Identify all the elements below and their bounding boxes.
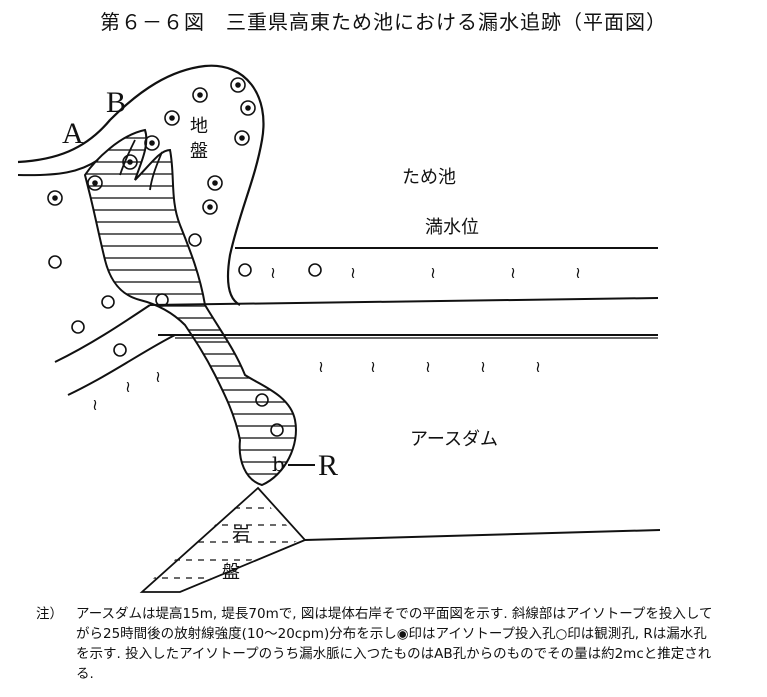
svg-text:≀: ≀ bbox=[155, 367, 161, 386]
hatched-radiation-zone bbox=[83, 128, 297, 487]
svg-text:≀: ≀ bbox=[480, 357, 486, 376]
svg-text:≀: ≀ bbox=[575, 263, 581, 282]
svg-text:≀: ≀ bbox=[318, 357, 324, 376]
note-text: アースダムは堤高15m, 堤長70mで, 図は堤体右岸そでの平面図を示す. 斜線… bbox=[76, 606, 713, 682]
label-water-level: 満水位 bbox=[425, 217, 479, 238]
label-ground-2: 盤 bbox=[190, 141, 208, 162]
svg-text:≀: ≀ bbox=[430, 263, 436, 282]
svg-text:≀: ≀ bbox=[535, 357, 541, 376]
note-mark: 注） bbox=[36, 606, 63, 622]
label-B: B bbox=[106, 86, 126, 119]
label-pond: ため池 bbox=[402, 167, 456, 188]
dam-slope-edge bbox=[54, 304, 176, 396]
svg-text:≀: ≀ bbox=[270, 263, 276, 282]
ground-outline bbox=[17, 64, 265, 306]
svg-text:≀: ≀ bbox=[370, 357, 376, 376]
label-rock-1: 岩 bbox=[232, 524, 250, 545]
svg-text:≀: ≀ bbox=[125, 377, 131, 396]
rock-bed-outline bbox=[139, 486, 307, 593]
figure-title: 第６－６図 三重県高東ため池における漏水追跡（平面図） bbox=[100, 10, 667, 34]
label-earth-dam: アースダム bbox=[410, 429, 498, 450]
water-wave-symbols: ≀ ≀ ≀ ≀ ≀ ≀ ≀ ≀ ≀ ≀ ≀ ≀ ≀ bbox=[92, 263, 581, 414]
injection-holes bbox=[47, 77, 256, 215]
leakage-plan-diagram: ≀ ≀ ≀ ≀ ≀ ≀ ≀ ≀ ≀ ≀ ≀ ≀ ≀ A B 地 盤 ため池 満水位 アースダム b bbox=[17, 64, 661, 593]
dam-crest-line-upper bbox=[149, 297, 659, 306]
label-b: b bbox=[272, 452, 285, 476]
label-R: R bbox=[318, 449, 338, 482]
svg-text:≀: ≀ bbox=[510, 263, 516, 282]
svg-text:≀: ≀ bbox=[350, 263, 356, 282]
label-ground-1: 地 bbox=[190, 116, 208, 137]
svg-text:≀: ≀ bbox=[92, 395, 98, 414]
svg-text:≀: ≀ bbox=[425, 357, 431, 376]
rock-bed-boundary bbox=[304, 529, 661, 541]
observation-holes bbox=[48, 233, 322, 437]
label-rock-2: 盤 bbox=[222, 562, 240, 583]
label-A: A bbox=[62, 117, 84, 150]
ground-outline-inner bbox=[17, 159, 99, 177]
